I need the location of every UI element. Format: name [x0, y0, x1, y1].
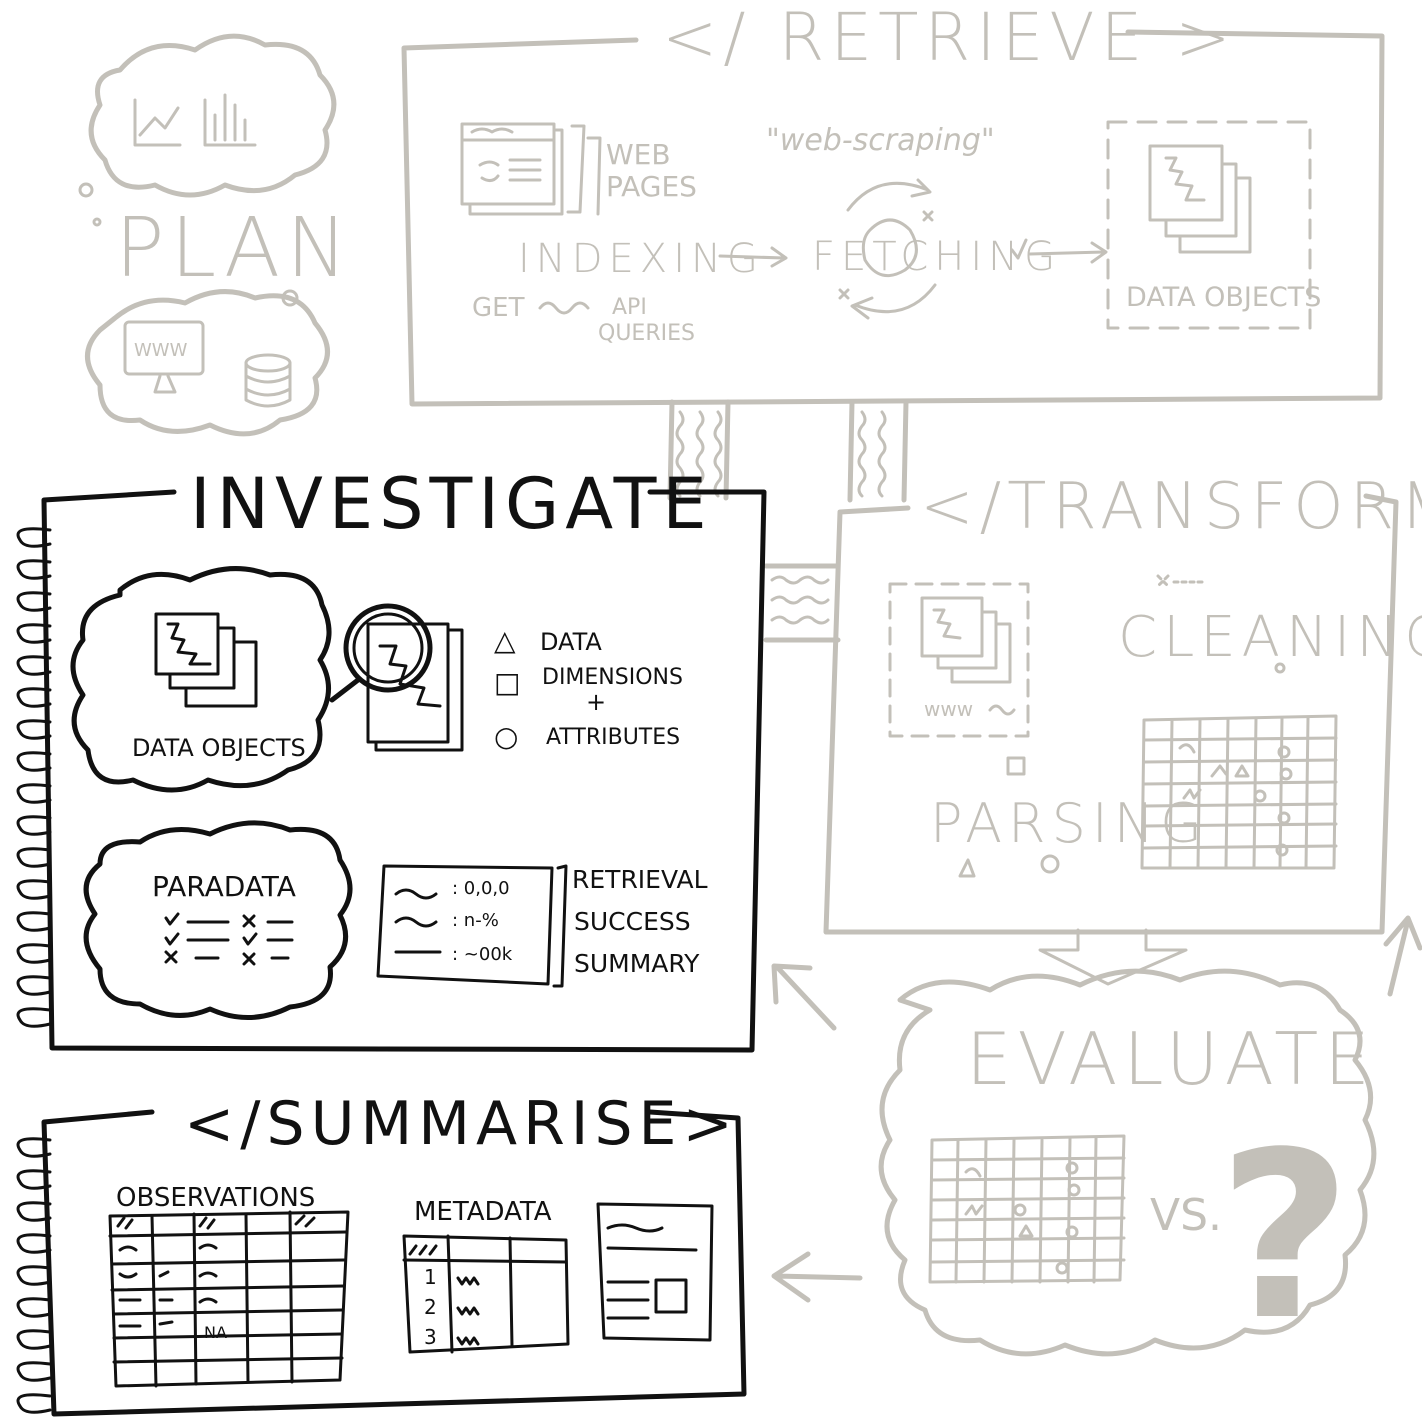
transform-section: </TRANSFORM> www CLEANING PARSING: [823, 470, 1422, 986]
www-monitor-icon: WWW: [123, 320, 205, 394]
evaluate-title: EVALUATE: [966, 1017, 1376, 1101]
transform-down-arrow: [1038, 928, 1188, 986]
investigate-spiral-binding: [16, 527, 52, 1028]
success-label: SUCCESS: [574, 907, 691, 936]
parsing-label: PARSING: [930, 792, 1208, 855]
meta-row-3: 3: [424, 1325, 437, 1349]
summarise-title: </SUMMARISE>: [184, 1089, 739, 1159]
paradata-checklist: [164, 912, 294, 966]
arrow-to-summarise: [771, 1251, 863, 1303]
retrieve-section: </ RETRIEVE > WEB PAGES "web-scraping" I…: [401, 0, 1385, 407]
observations-table: NA: [108, 1210, 350, 1388]
retrieval-label: RETRIEVAL: [572, 865, 708, 894]
summarise-spiral-binding: [16, 1137, 52, 1414]
observations-na: NA: [204, 1323, 227, 1342]
summary-value-1: : 0,0,0: [452, 878, 510, 899]
web-scraping-label: "web-scraping": [766, 123, 995, 158]
plan-section: PLAN WWW: [78, 33, 353, 437]
transform-www-label: www: [924, 697, 973, 721]
bar-chart-icon: [203, 93, 257, 147]
plan-title: PLAN: [115, 201, 353, 296]
investigate-data-objects-icon: [154, 612, 258, 708]
legend-triangle-icon: △: [494, 624, 516, 657]
vs-label: VS.: [1150, 1190, 1222, 1241]
summarise-frame: [41, 1109, 747, 1417]
fetching-label: FETCHING: [812, 234, 1061, 280]
retrieve-frame: [401, 29, 1385, 407]
retrieve-investigate-connector: [667, 399, 731, 501]
investigate-frame: [41, 489, 767, 1053]
meta-row-2: 2: [424, 1295, 437, 1319]
retrieval-summary-card: : 0,0,0 : n-% : ~00k: [376, 864, 568, 988]
question-mark: ?: [1218, 1104, 1351, 1371]
fetching-cycle-icon: [838, 178, 937, 320]
data-objects-icon: [1148, 144, 1252, 254]
get-label: GET: [472, 293, 525, 323]
investigate-data-objects-label: DATA OBJECTS: [132, 734, 306, 762]
transform-dashed-box: [888, 582, 1030, 738]
magnifier-icon: [329, 603, 464, 752]
metadata-label: METADATA: [414, 1197, 552, 1227]
arrow-to-investigate: [771, 963, 837, 1031]
legend-data-label: DATA: [540, 628, 602, 656]
transform-title: </TRANSFORM>: [920, 470, 1422, 544]
web-pages-label-2: PAGES: [606, 170, 697, 203]
paradata-cloud: [83, 820, 353, 1020]
investigate-title: INVESTIGATE: [190, 463, 713, 545]
retrieve-data-objects-label: DATA OBJECTS: [1126, 282, 1321, 313]
plan-top-cloud: [88, 33, 337, 198]
investigate-section: INVESTIGATE DATA OBJECTS △ DATA □ DIMENS…: [16, 463, 767, 1053]
legend-plus: +: [586, 688, 606, 716]
evaluate-table-icon: [928, 1134, 1126, 1284]
investigate-legend: △ DATA □ DIMENSIONS + ○ ATTRIBUTES: [494, 624, 683, 753]
evaluate-section: EVALUATE VS. ?: [771, 915, 1422, 1371]
paradata-label: PARADATA: [152, 870, 296, 903]
meta-row-1: 1: [424, 1265, 437, 1289]
document-card-icon: [596, 1202, 714, 1342]
transform-table-icon: [1140, 714, 1338, 870]
arrow-to-transform: [1383, 915, 1422, 997]
legend-square-icon: □: [494, 666, 520, 699]
data-objects-dashed-box: [1106, 120, 1312, 330]
summary-label: SUMMARY: [574, 949, 700, 978]
web-pages-icon: [460, 122, 602, 216]
summary-value-3: : ~00k: [452, 944, 513, 965]
summary-value-2: : n-%: [452, 910, 499, 931]
cleaning-label: CLEANING: [1118, 605, 1422, 670]
legend-dimensions-label: DIMENSIONS: [542, 665, 683, 690]
api-label: API: [612, 295, 647, 320]
legend-attributes-label: ATTRIBUTES: [546, 725, 680, 750]
queries-label: QUERIES: [598, 321, 695, 346]
data-objects-cloud: [70, 566, 332, 793]
retrieve-title: </ RETRIEVE >: [662, 0, 1237, 76]
indexing-label: INDEXING: [518, 236, 764, 282]
transform-frame: [823, 493, 1399, 935]
web-pages-label-1: WEB: [606, 138, 671, 171]
investigate-transform-connector: [763, 563, 841, 643]
legend-circle-icon: ○: [494, 720, 518, 753]
chart-icon: [133, 98, 182, 147]
svg-text:WWW: WWW: [134, 340, 188, 361]
metadata-table: 1 2 3: [402, 1234, 570, 1354]
summarise-section: </SUMMARISE> OBSERVATIONS NA METADATA 1 …: [16, 1089, 747, 1417]
database-icon: [244, 353, 292, 408]
transform-data-objects-icon: [920, 596, 1012, 684]
evaluate-cloud: [878, 968, 1377, 1357]
retrieve-transform-connector: [847, 399, 909, 503]
plan-bottom-cloud: [85, 289, 330, 437]
observations-label: OBSERVATIONS: [116, 1183, 315, 1213]
